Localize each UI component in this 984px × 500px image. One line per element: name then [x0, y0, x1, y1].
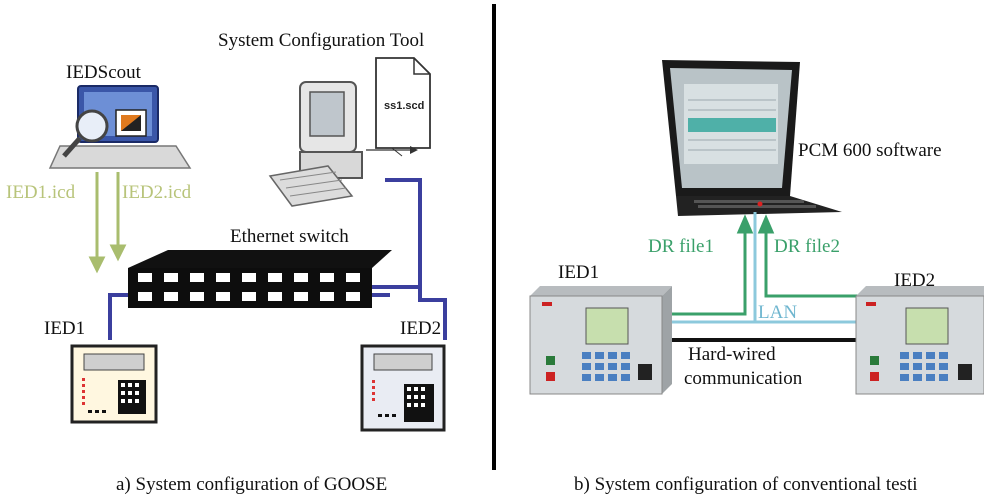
ied2-label-left: IED2	[400, 318, 442, 339]
ied2-device-left	[360, 344, 446, 432]
icd2-label: IED2.icd	[122, 182, 192, 203]
dr-file1-label: DR file1	[648, 236, 714, 257]
iedscout-laptop	[48, 85, 192, 169]
network-links	[108, 178, 447, 340]
icd-arrows	[88, 172, 127, 274]
ied1-device-left	[70, 344, 158, 424]
pcm-software-label: PCM 600 software	[798, 140, 942, 161]
caption-left: a) System configuration of GOOSE	[116, 474, 388, 495]
ied2-label-right: IED2	[894, 270, 936, 291]
ied2-relay-right	[855, 286, 984, 395]
hardwired-label-line2: communication	[684, 368, 803, 389]
ied1-relay-right	[529, 286, 672, 395]
scd-file-label: ss1.scd	[384, 100, 425, 112]
pcm-laptop	[662, 60, 842, 216]
hardwired-label-line1: Hard-wired	[688, 344, 776, 365]
switch-label: Ethernet switch	[230, 226, 349, 247]
scd-file-icon	[366, 57, 431, 157]
config-tool-label: System Configuration Tool	[218, 30, 425, 51]
caption-right: b) System configuration of conventional …	[574, 474, 918, 495]
lan-label: LAN	[758, 302, 798, 323]
dr-file2-label: DR file2	[774, 236, 840, 257]
lan-link	[660, 212, 862, 324]
icd1-label: IED1.icd	[6, 182, 76, 203]
ied1-label-left: IED1	[44, 318, 86, 339]
config-tool-computer	[268, 81, 363, 207]
ied1-label-right: IED1	[558, 262, 600, 283]
dr-file-arrows	[660, 214, 862, 316]
ethernet-switch	[128, 250, 392, 308]
iedscout-label: IEDScout	[66, 62, 141, 83]
